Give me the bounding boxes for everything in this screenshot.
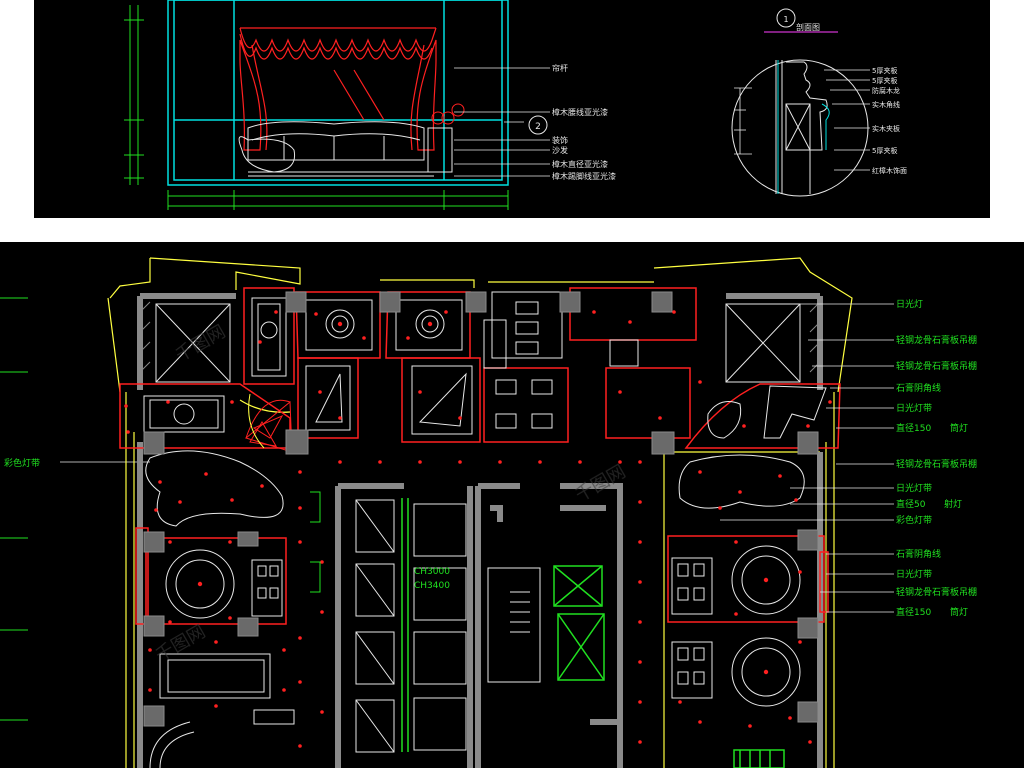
right-label: 直径150 [896,606,931,618]
room-height-label: CH3000 [414,567,450,577]
right-label: 日光灯 [896,298,923,310]
detail-label: 5厚夹板 [872,66,897,75]
detail-label: 防腐木龙 [872,86,900,95]
detail-label: 5厚夹板 [872,146,897,155]
top-left-voids [155,303,801,383]
elevation-drawing-panel: 2 帘杆 樟木腰线亚光漆 装饰 沙发 樟木直径亚光漆 樟木踢脚线亚光漆 1 剖面… [34,0,990,218]
detail-labels: 5厚夹板 5厚夹板 防腐木龙 实木角线 实木夹板 5厚夹板 红樟木饰面 [872,66,907,175]
right-label: 直径50 [896,498,926,510]
room-labels: CH3000 CH3400 [414,567,450,591]
section-marker-circle [528,115,548,135]
detail-leaders [824,69,870,171]
elevation-label: 樟木踢脚线亚光漆 [552,171,616,181]
elevation-label: 帘杆 [552,63,568,73]
right-label: 轻钢龙骨石膏板吊棚 [896,334,977,346]
sofa-ornament [431,103,465,125]
left-label: 彩色灯带 [4,457,40,469]
left-dimension-lines [124,5,144,185]
right-label: 石膏阴角线 [896,382,941,394]
detail-marker-label: 1 [783,15,788,24]
right-labels: 日光灯 轻钢龙骨石膏板吊棚 轻钢龙骨石膏板吊棚 石膏阴角线 日光灯带 直径150… [896,298,977,618]
columns [143,291,819,727]
elevation-labels: 帘杆 樟木腰线亚光漆 装饰 沙发 樟木直径亚光漆 樟木踢脚线亚光漆 [552,63,616,181]
sofa-outline [238,121,453,177]
detail-dimension [734,87,752,155]
right-leaders [720,303,894,613]
detail-label: 5厚夹板 [872,76,897,85]
elevation-label: 沙发 [552,145,568,155]
green-elevator-boxes [401,498,785,768]
section-marker-label: 2 [535,122,541,132]
detail-label: 实木夹板 [872,124,900,133]
elevation-label: 樟木直径亚光漆 [552,159,608,169]
arc-boundary [248,393,265,449]
right-label: 直径150 [896,422,931,434]
detail-profile [775,60,828,194]
detail-label: 红樟木饰面 [872,166,907,175]
room-height-label: CH3400 [414,581,450,591]
left-edge-ticks [0,297,28,721]
right-label: 轻钢龙骨石膏板吊棚 [896,458,977,470]
wall-frame [167,0,509,186]
right-label: 日光灯带 [896,568,932,580]
right-label: 轻钢龙骨石膏板吊棚 [896,586,977,598]
elevation-label: 樟木腰线亚光漆 [552,107,608,117]
right-label: 彩色灯带 [896,514,932,526]
right-label: 筒灯 [950,422,968,434]
outer-boundary [107,257,853,768]
hall-brackets [310,491,321,593]
elevation-label: 装饰 [552,135,568,145]
ceiling-plan-drawing: 彩色灯带 [0,257,977,768]
right-label: 筒灯 [950,606,968,618]
watermark-text: 千图网 [172,321,229,366]
elevation-drawing: 2 帘杆 樟木腰线亚光漆 装饰 沙发 樟木直径亚光漆 樟木踢脚线亚光漆 1 剖面… [124,0,907,210]
right-label: 石膏阴角线 [896,548,941,560]
right-label: 射灯 [944,498,962,510]
detail-cyan-layer [777,60,830,194]
bottom-dimension-lines [167,190,509,210]
detail-label: 实木角线 [872,100,900,109]
detail-marker-circle [776,8,796,28]
radial-fan-ceiling [244,399,293,453]
detail-title: 剖面图 [796,22,820,32]
elevator-cars [355,499,541,753]
right-label: 日光灯带 [896,402,932,414]
ceiling-plan-panel: 彩色灯带 [0,242,1024,768]
right-label: 日光灯带 [896,482,932,494]
curtain-valance [239,27,437,151]
ceiling-light-dots [124,310,832,748]
elevation-leaders [454,67,550,177]
inner-ceiling-details [143,291,827,768]
right-label: 轻钢龙骨石膏板吊棚 [896,360,977,372]
